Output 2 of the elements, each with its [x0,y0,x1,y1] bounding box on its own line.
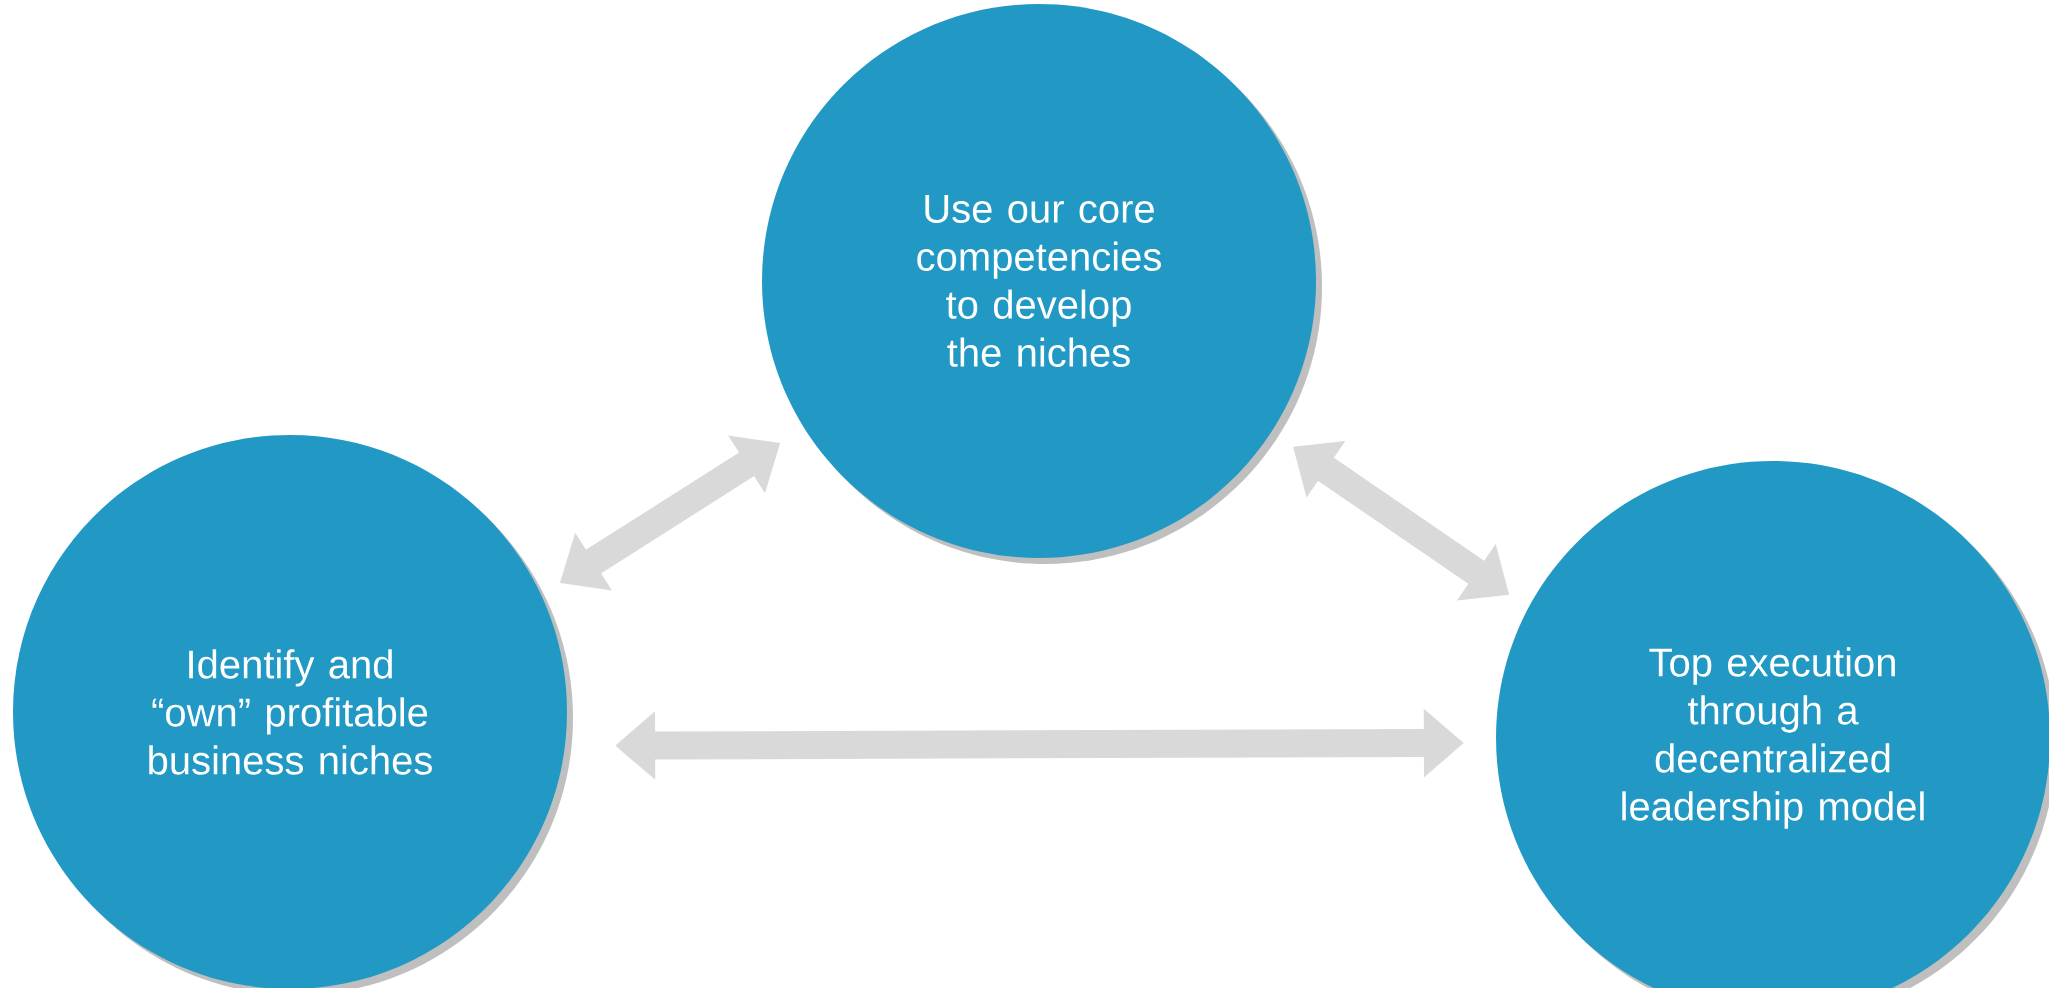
circle-node: Use our core competencies to develop the niches [762,4,1322,564]
circle-node: Identify and “own” profitable business niches [13,435,573,988]
